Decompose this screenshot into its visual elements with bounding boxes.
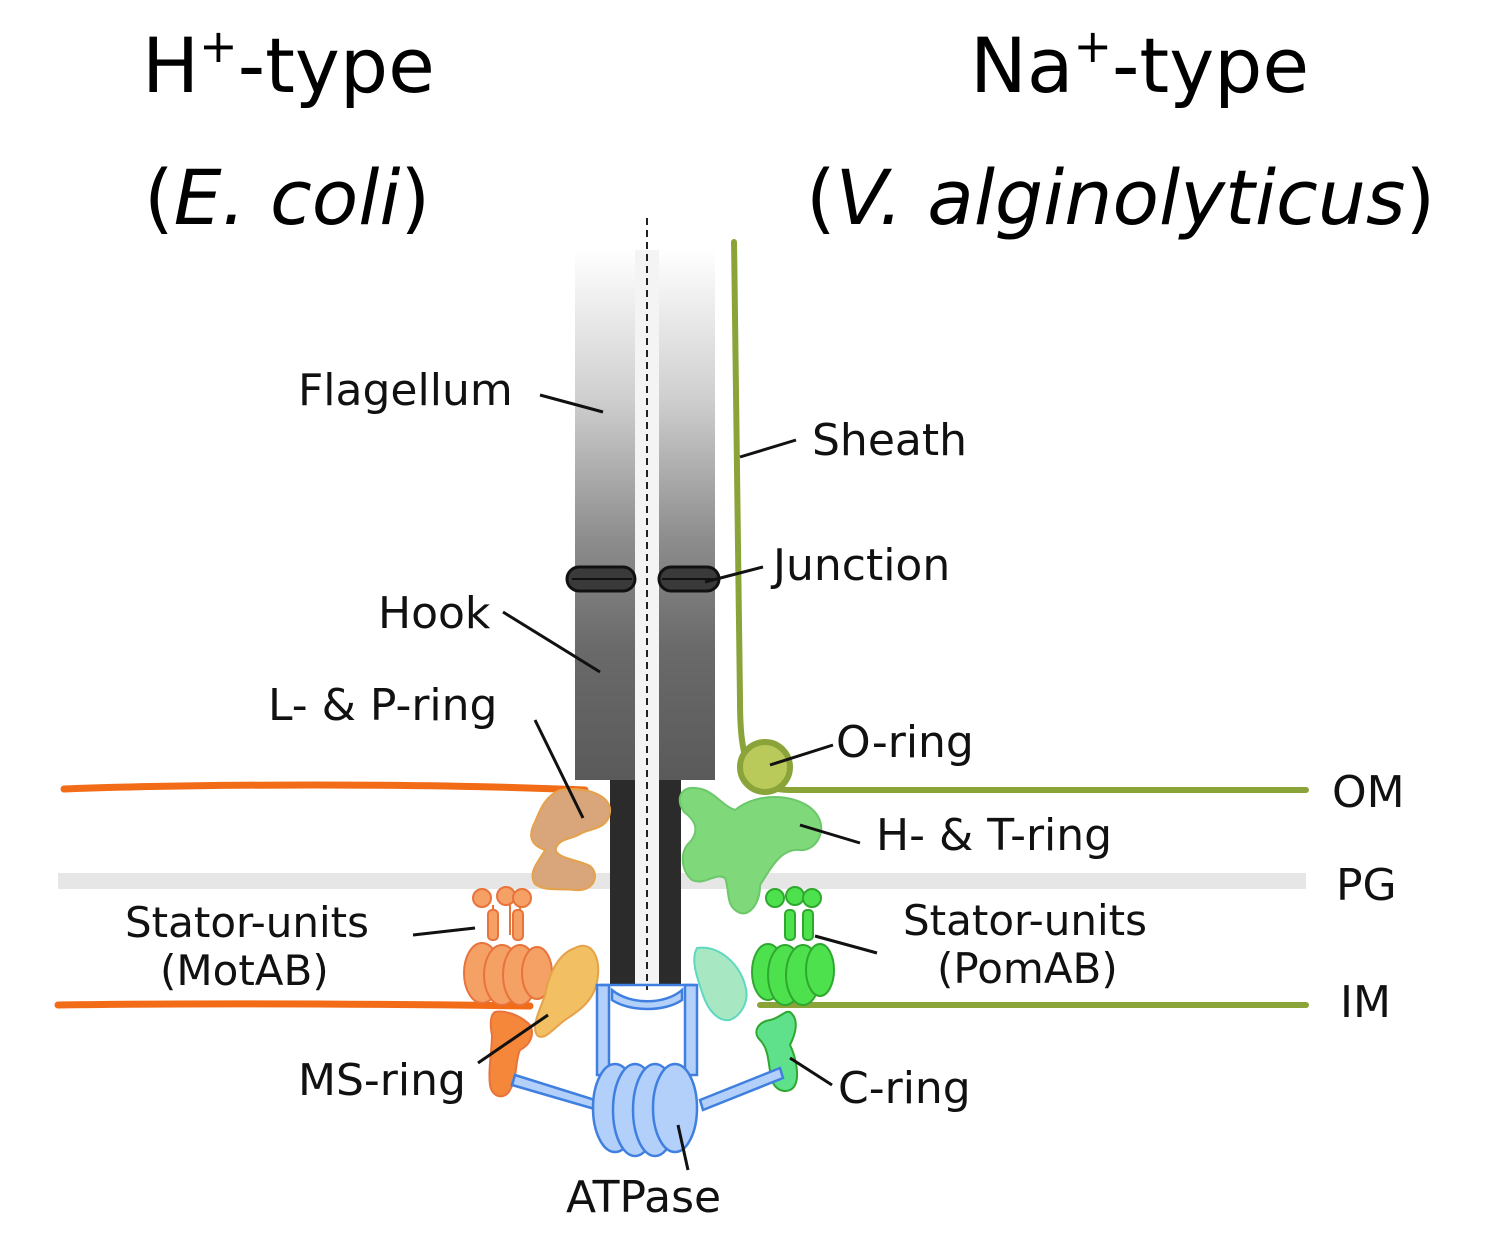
stator-pomab-label-line1: Stator-units [903, 896, 1147, 945]
left-header-line2: (E. coli) [144, 153, 431, 242]
left-header-line1: H+-type [142, 19, 435, 110]
sheath-label: Sheath [812, 415, 967, 466]
om-label: OM [1332, 767, 1405, 818]
rod-right [659, 780, 681, 985]
stator-pomab-label-line2: (PomAB) [937, 944, 1118, 993]
h-t-ring [678, 786, 823, 915]
pg-layer [58, 873, 1306, 889]
im-label: IM [1340, 977, 1391, 1028]
junction-ring [565, 565, 721, 593]
c-ring-label: C-ring [838, 1063, 971, 1114]
l-p-ring [530, 788, 612, 892]
inner-membrane-h-type [54, 1000, 534, 1010]
ht-ring-label: H- & T-ring [876, 810, 1112, 861]
o-ring-label: O-ring [836, 717, 974, 768]
stator-motab-label-line2: (MotAB) [160, 946, 329, 995]
stator-motab-label-line1: Stator-units [125, 898, 369, 947]
hook-label: Hook [378, 588, 491, 639]
leader-lines [412, 393, 878, 1171]
outer-membrane-h-type [60, 781, 589, 794]
atpase-label: ATPase [566, 1172, 721, 1223]
ms-ring-right [693, 946, 748, 1022]
junction-label: Junction [770, 540, 950, 591]
ms-ring-label: MS-ring [298, 1055, 466, 1106]
right-header-line2: (V. alginolyticus) [806, 153, 1436, 242]
pg-label: PG [1336, 860, 1397, 911]
flagellum-label: Flagellum [298, 365, 513, 416]
stator-units-pomab [751, 886, 835, 1006]
rod-left [610, 780, 635, 985]
lp-ring-label: L- & P-ring [268, 680, 497, 731]
atpase-complex [510, 983, 785, 1158]
sheath-membrane [731, 239, 1309, 793]
ms-ring-left [534, 945, 600, 1038]
stator-units-motab [463, 886, 553, 1006]
right-header-line1: Na+-type [970, 19, 1310, 110]
o-ring [737, 739, 793, 795]
